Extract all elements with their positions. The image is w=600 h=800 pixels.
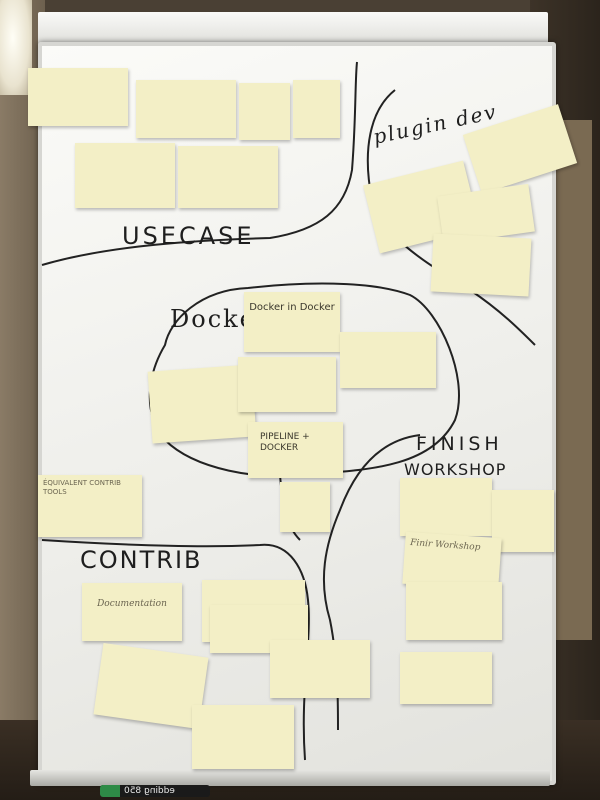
sticky-note xyxy=(430,233,532,297)
sticky-note xyxy=(239,83,290,140)
sticky-note-docker-in-docker: Docker in Docker xyxy=(244,292,340,352)
sticky-note xyxy=(406,582,502,640)
sticky-note xyxy=(28,68,128,126)
lamp xyxy=(0,0,32,95)
sticky-note xyxy=(340,332,436,388)
workshop-title: WORKSHOP xyxy=(404,460,507,479)
contrib-title: CONTRIB xyxy=(80,546,203,574)
marker-pen xyxy=(100,785,210,797)
sticky-note xyxy=(400,652,492,704)
marker-tray xyxy=(30,770,550,786)
wall-left xyxy=(0,0,45,800)
sticky-note xyxy=(178,146,278,208)
marker-cap-band xyxy=(100,785,120,797)
sticky-note-documentation: Documentation xyxy=(82,583,182,641)
sticky-note xyxy=(280,482,330,532)
sticky-note xyxy=(192,705,294,769)
sticky-note xyxy=(293,80,340,138)
sticky-note xyxy=(75,143,175,208)
finish-title: FINISH xyxy=(416,433,503,455)
sticky-note xyxy=(270,640,370,698)
sticky-note-contrib-tools: ÉQUIVALENT CONTRIB TOOLS xyxy=(38,475,142,537)
sticky-note xyxy=(400,478,492,536)
sticky-note xyxy=(136,80,236,138)
sticky-note xyxy=(492,490,554,552)
usecase-divider-line xyxy=(41,61,358,266)
sticky-note xyxy=(238,357,336,412)
usecase-title: USECASE xyxy=(122,222,255,250)
sticky-note-pipeline-docker: PIPELINE + DOCKER xyxy=(248,422,343,478)
